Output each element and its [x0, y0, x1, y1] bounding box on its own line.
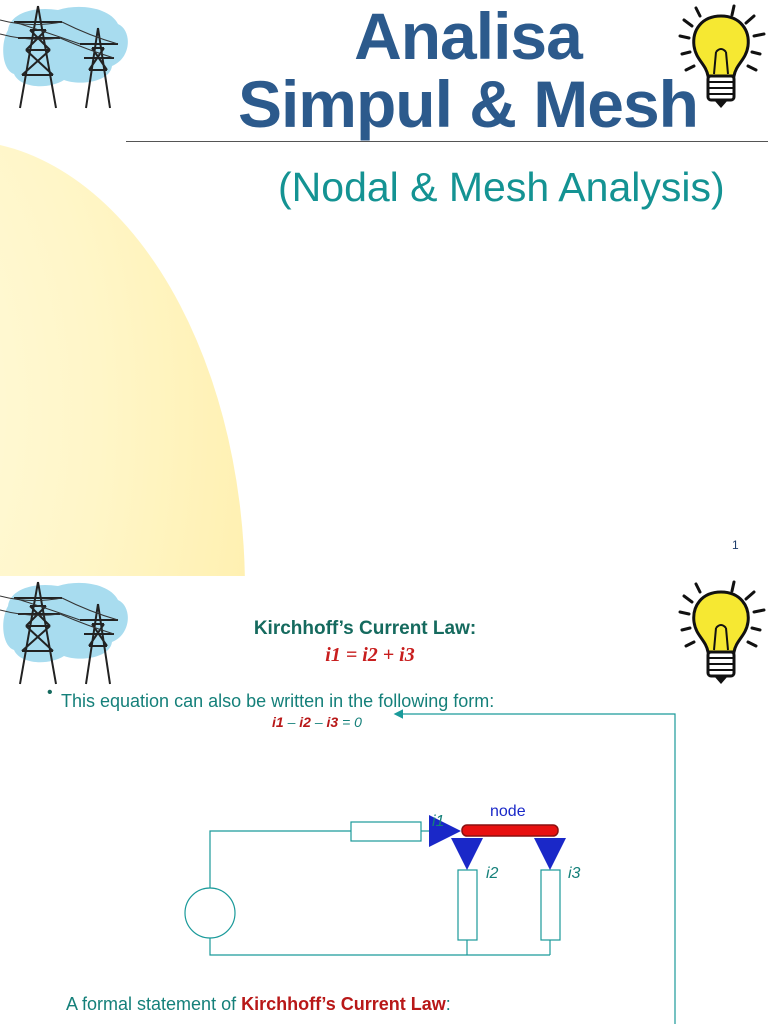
slide-title-line-2: Simpul & Mesh [237, 67, 699, 141]
voltage-source [184, 887, 236, 939]
rewritten-equation: i1 – i2 – i3 = 0 [272, 714, 362, 730]
slide-1: Analisa Simpul & Mesh (Nodal & Mesh Anal… [0, 0, 768, 576]
eq-equals-zero: = 0 [338, 714, 362, 730]
label-i2: i2 [486, 865, 499, 882]
node-bar [461, 824, 559, 837]
resistor-series [350, 821, 422, 842]
circuit-diagram: node i1 i2 i3 [184, 709, 676, 1024]
label-node: node [490, 803, 526, 820]
slide-title-line-1: Analisa [354, 0, 583, 73]
eq-minus-2: – [310, 714, 327, 730]
slide-2 [0, 576, 768, 1024]
title-divider [126, 141, 768, 142]
bullet-dot: • [47, 684, 53, 701]
background-glow [0, 140, 245, 576]
resistor-branch-2 [457, 869, 478, 941]
formal-bold: Kirchhoff’s Current Law [241, 994, 446, 1014]
pointer-arrow [393, 709, 676, 1024]
formal-suffix: : [445, 994, 451, 1014]
power-tower-icon [0, 5, 128, 109]
label-i1: i1 [432, 813, 444, 830]
eq-i1: i1 [272, 714, 284, 730]
formal-statement: A formal statement of Kirchhoff’s Curren… [66, 994, 451, 1015]
label-i3: i3 [568, 865, 581, 882]
slide-subtitle: (Nodal & Mesh Analysis) [278, 164, 725, 210]
light-bulb-icon [678, 580, 766, 684]
wire-bottom [209, 938, 550, 956]
wire-left-top [209, 830, 351, 888]
light-bulb-icon [678, 4, 766, 108]
formal-prefix: A formal statement of [66, 994, 242, 1014]
power-tower-icon [0, 581, 128, 685]
eq-minus-1: – [283, 714, 300, 730]
resistor-branch-3 [540, 869, 561, 941]
bullet-text: This equation can also be written in the… [61, 691, 495, 711]
kcl-title: Kirchhoff’s Current Law: [253, 618, 477, 639]
eq-i3: i3 [326, 714, 339, 730]
eq-i2: i2 [299, 714, 311, 730]
slide-title: Analisa Simpul & Mesh [237, 0, 699, 141]
page-number: 1 [732, 538, 739, 552]
kcl-equation: i1 = i2 + i3 [325, 644, 415, 666]
